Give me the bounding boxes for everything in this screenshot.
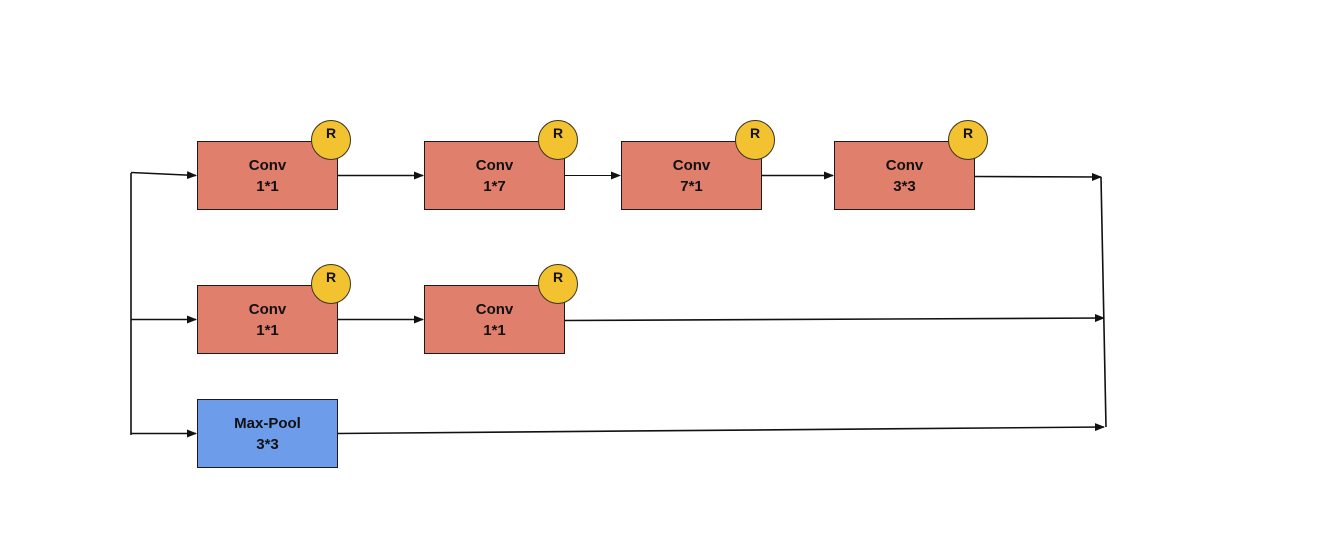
connector-layer [130, 171, 1107, 438]
kernel-size-label: 3*3 [256, 435, 279, 453]
block-label: Conv [475, 156, 514, 174]
relu-badge: R [538, 264, 578, 304]
kernel-size-label: 1*1 [483, 321, 506, 339]
output-arrow [974, 172, 1102, 181]
relu-badge: R [948, 120, 988, 160]
conv-block: Conv 1*1 [424, 285, 565, 354]
block-label: Conv [248, 300, 287, 318]
maxpool-block: Max-Pool 3*3 [197, 399, 338, 468]
kernel-size-label: 1*1 [256, 321, 279, 339]
relu-badge: R [735, 120, 775, 160]
conv-block: Conv 1*1 [197, 141, 338, 210]
relu-badge: R [311, 264, 351, 304]
kernel-size-label: 7*1 [680, 177, 703, 195]
block-label: Conv [885, 156, 924, 174]
kernel-size-label: 3*3 [893, 177, 916, 195]
kernel-size-label: 1*7 [483, 177, 506, 195]
output-arrow [337, 423, 1105, 435]
merge-line [1100, 176, 1107, 428]
relu-badge: R [311, 120, 351, 160]
block-label: Max-Pool [234, 414, 301, 432]
block-label: Conv [475, 300, 514, 318]
output-arrow [564, 314, 1105, 323]
input-arrow [130, 171, 197, 180]
relu-badge: R [538, 120, 578, 160]
kernel-size-label: 1*1 [256, 177, 279, 195]
block-label: Conv [248, 156, 287, 174]
block-label: Conv [672, 156, 711, 174]
